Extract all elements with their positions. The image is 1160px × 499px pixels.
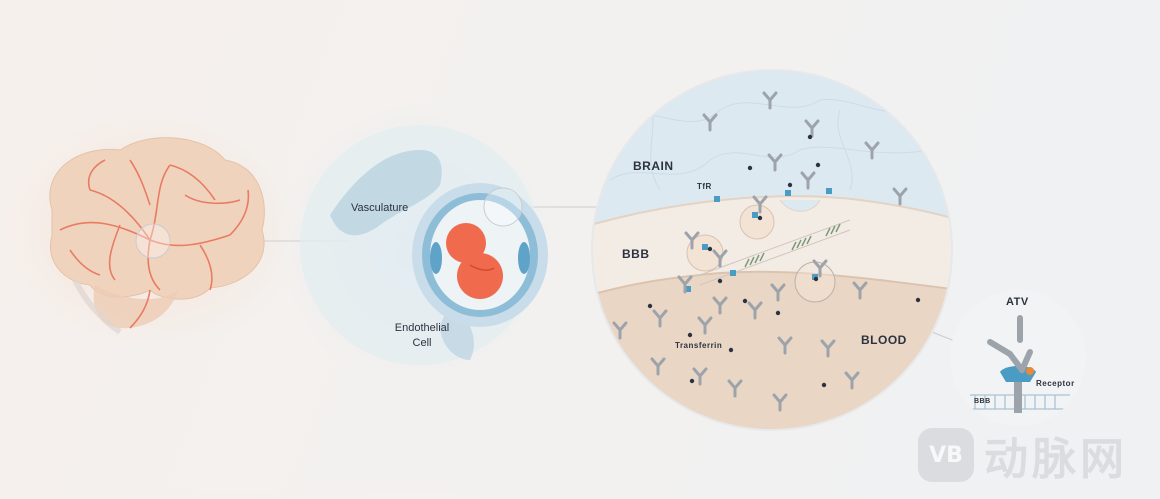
label-atv: ATV bbox=[1006, 296, 1029, 308]
label-bbb-small: BBB bbox=[974, 398, 991, 405]
vessel-illustration bbox=[278, 103, 562, 387]
watermark: VB 动脉网 bbox=[918, 426, 1154, 485]
label-receptor: Receptor bbox=[1036, 379, 1075, 388]
label-blood: BLOOD bbox=[861, 333, 907, 347]
watermark-logo: VB bbox=[918, 428, 974, 482]
label-cell: Cell bbox=[412, 337, 432, 349]
cell-zoom-marker bbox=[483, 187, 523, 227]
blood-zone bbox=[592, 271, 952, 430]
atv-detail-circle bbox=[950, 290, 1086, 426]
label-vasculature: Vasculature bbox=[351, 202, 409, 214]
brain-vessels bbox=[59, 159, 250, 329]
red-blood-cell bbox=[457, 253, 503, 299]
label-endothelial: Endothelial bbox=[394, 322, 450, 334]
atv-zoom-marker bbox=[794, 261, 836, 303]
label-bbb: BBB bbox=[622, 247, 650, 261]
label-brain: BRAIN bbox=[633, 159, 674, 173]
transcytosis-track bbox=[744, 223, 841, 268]
atv-antibody bbox=[987, 315, 1033, 373]
bbb-zoom-circle bbox=[591, 69, 953, 431]
transferrin-dots bbox=[647, 134, 921, 388]
label-transferrin: Transferrin bbox=[675, 341, 723, 350]
vesicle bbox=[739, 204, 775, 240]
bbb-zone bbox=[592, 196, 952, 295]
red-blood-cell bbox=[446, 223, 486, 263]
watermark-text: 动脉网 bbox=[984, 434, 1128, 485]
brain-zoom-marker bbox=[135, 223, 171, 259]
label-tfr: TfR bbox=[697, 182, 712, 191]
brain-illustration bbox=[0, 110, 300, 350]
binding-site bbox=[1026, 367, 1034, 375]
